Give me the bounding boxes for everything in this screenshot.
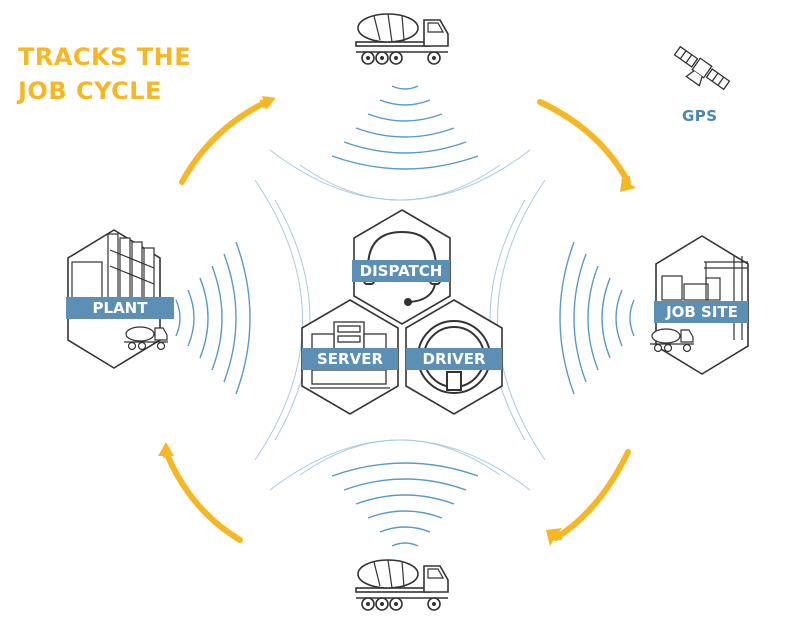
waves-right: [559, 241, 635, 395]
mixer-truck-top-icon: [355, 13, 449, 65]
plant-truck-icon: [123, 326, 169, 351]
mixer-truck-bottom-icon: [355, 559, 449, 611]
dispatch-label: DISPATCH: [360, 262, 443, 280]
cycle-arrows: [163, 99, 631, 543]
driver-label: DRIVER: [423, 350, 486, 368]
server-node: SERVER: [301, 299, 399, 415]
arrow-top-to-jobsite: [537, 99, 631, 187]
job-site-node: JOB SITE: [649, 235, 749, 375]
server-label: SERVER: [317, 350, 383, 368]
headline-line-1: TRACKS THE: [18, 43, 192, 71]
arrow-bottom-to-plant: [163, 447, 243, 543]
job-site-label: JOB SITE: [665, 303, 738, 321]
plant-label: PLANT: [93, 299, 149, 317]
headline-line-2: JOB CYCLE: [18, 77, 162, 105]
plant-silo-icon: [71, 233, 155, 299]
dispatch-node: DISPATCH: [352, 209, 451, 325]
arrow-plant-to-top: [179, 99, 271, 185]
crane-icon: [661, 256, 748, 340]
waves-left: [175, 241, 251, 395]
headline: TRACKS THE JOB CYCLE: [18, 40, 191, 108]
plant-node: PLANT: [66, 229, 174, 369]
gps-label: GPS: [682, 107, 718, 125]
driver-node: DRIVER: [405, 299, 503, 415]
waves-top: [331, 85, 479, 170]
satellite-icon: [673, 45, 731, 91]
job-site-truck-icon: [649, 328, 695, 353]
arrow-jobsite-to-bottom: [551, 449, 631, 541]
waves-bottom: [331, 462, 479, 547]
signal-mesh: [254, 149, 546, 491]
